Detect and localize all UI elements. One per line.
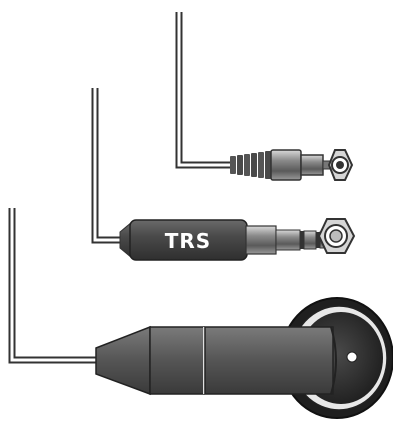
- trs-label: TRS: [165, 229, 211, 253]
- trs-collar: [245, 225, 277, 255]
- xlr-connector: [95, 297, 393, 419]
- trs-ring: [303, 230, 317, 250]
- trs-cable: [91, 88, 130, 244]
- xlr-boot: [95, 325, 151, 396]
- rca-body: [270, 149, 302, 181]
- trs-connector: TRS: [119, 218, 356, 261]
- trs-sleeve: [275, 229, 301, 251]
- rca-shell: [300, 154, 324, 176]
- xlr-body-rear: [149, 326, 205, 395]
- trs-end-face: [317, 218, 356, 254]
- xlr-body-front: [204, 326, 334, 395]
- xlr-pin: [346, 351, 358, 363]
- rca-cable: [175, 12, 236, 169]
- xlr-cable: [8, 208, 98, 364]
- rca-connector: [230, 149, 354, 181]
- rca-end-face: [327, 149, 354, 181]
- rca-strain-relief: [230, 151, 271, 179]
